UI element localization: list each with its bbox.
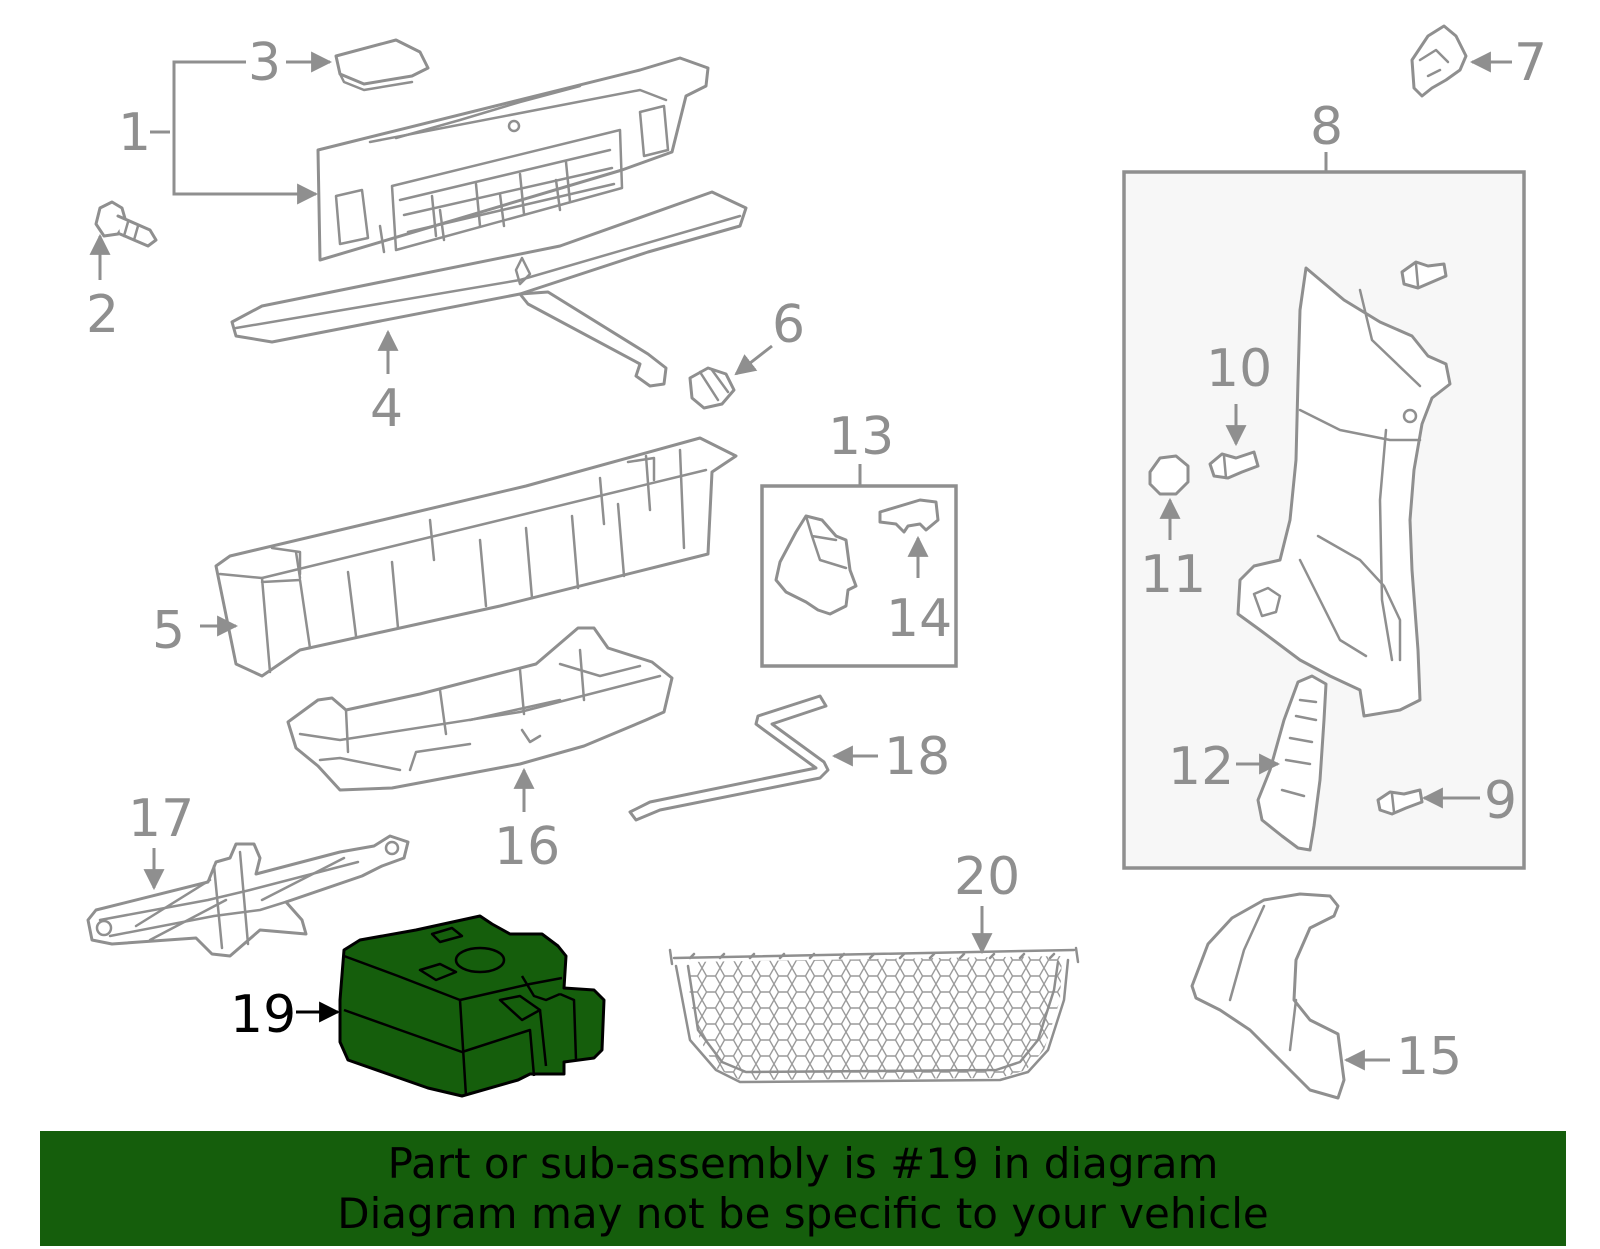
callout-14: 14 — [886, 589, 952, 649]
part-13-cover[interactable] — [774, 514, 858, 616]
part-7-bracket[interactable] — [1410, 24, 1468, 98]
part-18-jack-handle[interactable] — [628, 694, 830, 822]
callout-16: 16 — [494, 817, 560, 877]
callout-13: 13 — [828, 407, 894, 467]
callout-2: 2 — [86, 285, 119, 345]
part-20-cargo-net[interactable] — [668, 946, 1080, 1084]
leader-lines — [89, 51, 1512, 1071]
part-9-clip-top[interactable] — [1400, 260, 1448, 290]
callout-labels: 1 2 3 4 5 6 7 8 9 10 11 12 13 14 15 16 1… — [86, 33, 1547, 1087]
part-15-side-cover[interactable] — [1190, 892, 1346, 1100]
part-10-clip[interactable] — [1208, 450, 1260, 480]
part-6-clip[interactable] — [688, 366, 736, 410]
part-5-storage-tray[interactable] — [214, 436, 738, 678]
banner-line-1: Part or sub-assembly is #19 in diagram — [387, 1138, 1219, 1188]
callout-4: 4 — [370, 379, 403, 439]
part-17-scissor-jack[interactable] — [86, 834, 410, 958]
notice-banner: Part or sub-assembly is #19 in diagram D… — [40, 1131, 1566, 1246]
callout-10: 10 — [1206, 339, 1272, 399]
callout-11: 11 — [1140, 545, 1206, 605]
callout-17: 17 — [128, 789, 194, 849]
part-3-clip[interactable] — [334, 38, 430, 92]
callout-7: 7 — [1514, 33, 1547, 93]
part-12-trim-panel[interactable] — [1256, 674, 1328, 852]
callout-18: 18 — [884, 727, 950, 787]
callout-5: 5 — [152, 601, 185, 661]
callout-9: 9 — [1484, 771, 1517, 831]
part-2-bolt[interactable] — [94, 200, 158, 248]
part-1-sill-panel[interactable] — [316, 56, 710, 262]
callout-15: 15 — [1396, 1027, 1462, 1087]
part-4-step-cover[interactable] — [230, 190, 748, 388]
callout-20: 20 — [954, 847, 1020, 907]
callout-19: 19 — [230, 985, 296, 1045]
callout-3: 3 — [248, 33, 281, 93]
banner-line-2: Diagram may not be specific to your vehi… — [337, 1188, 1269, 1238]
part-16-foam-tray[interactable] — [286, 626, 674, 792]
callout-12: 12 — [1168, 737, 1234, 797]
part-14-clip[interactable] — [878, 498, 940, 534]
part-8-quarter-trim[interactable] — [1236, 266, 1452, 718]
part-19-tool-tray[interactable] — [338, 914, 606, 1098]
callout-1: 1 — [118, 103, 151, 163]
callout-6: 6 — [772, 295, 805, 355]
callout-8: 8 — [1310, 97, 1343, 157]
part-11-cap[interactable] — [1148, 454, 1190, 496]
